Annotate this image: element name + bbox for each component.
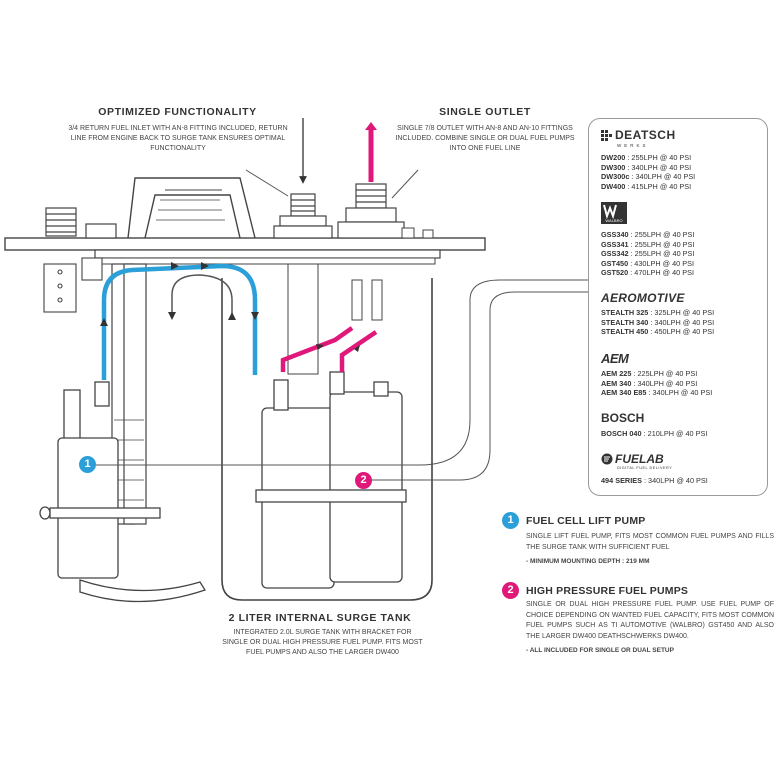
aem-specs: AEM 225 : 225LPH @ 40 PSI AEM 340 : 340L…	[601, 369, 712, 398]
svg-text:WALBRO: WALBRO	[605, 218, 622, 223]
lift-pump	[39, 381, 206, 603]
bosch-specs: BOSCH 040 : 210LPH @ 40 PSI	[601, 429, 707, 439]
walbro-logo-icon: WALBRO	[601, 202, 627, 224]
hp-pumps-badge: 2	[502, 582, 519, 599]
spec-row: 494 SERIES : 340LPH @ 40 PSI	[601, 476, 708, 485]
spec-row: DW300c : 340LPH @ 40 PSI	[601, 172, 696, 181]
deatsch-logo: DEATSCH	[615, 128, 676, 142]
spec-row: BOSCH 040 : 210LPH @ 40 PSI	[601, 429, 708, 438]
lift-pump-title: FUEL CELL LIFT PUMP	[526, 515, 646, 527]
spec-row: GST520 : 470LPH @ 40 PSI	[601, 268, 695, 277]
spec-row: GSS341 : 255LPH @ 40 PSI	[601, 239, 695, 249]
spec-row: GSS340 : 255LPH @ 40 PSI	[601, 230, 695, 239]
spec-row: AEM 340 : 340LPH @ 40 PSI	[601, 378, 698, 388]
fuelab-logo: FUELAB	[615, 452, 664, 466]
surge-tank-desc: INTEGRATED 2.0L SURGE TANK WITH BRACKET …	[222, 629, 423, 656]
lift-pump-note: - MINIMUM MOUNTING DEPTH : 219 MM	[526, 558, 650, 565]
plate-handle	[127, 177, 256, 239]
callout-badge-2: 2	[355, 472, 372, 489]
callout-line-1	[96, 279, 588, 466]
spec-row: DW400 : 415LPH @ 40 PSI	[601, 181, 692, 191]
left-fitting	[45, 207, 117, 239]
optimized-desc: 3/4 RETURN FUEL INLET WITH AN-8 FITTING …	[68, 125, 288, 152]
return-inlet-fitting	[273, 193, 333, 239]
outlet-fitting	[337, 183, 405, 239]
lift-pump-desc: SINGLE LIFT FUEL PUMP, FITS MOST COMMON …	[526, 533, 774, 551]
bosch-logo: BOSCH	[601, 411, 645, 425]
lift-pump-badge: 1	[502, 512, 519, 529]
aem-logo: AEM	[601, 351, 629, 366]
fuelab-logo-icon	[601, 453, 613, 465]
aeromotive-specs: STEALTH 325 : 325LPH @ 40 PSI STEALTH 34…	[601, 308, 714, 337]
hp-fuel-line-a	[280, 326, 354, 372]
spec-row: AEM 340 E85 : 340LPH @ 40 PSI	[601, 388, 713, 397]
spec-row: AEM 225 : 225LPH @ 40 PSI	[601, 369, 698, 378]
fuelab-logo-sub: DIGITAL FUEL DELIVERY	[617, 466, 673, 470]
hp-pumps-title: HIGH PRESSURE FUEL PUMPS	[526, 585, 689, 597]
surge-tank-title: 2 LITER INTERNAL SURGE TANK	[228, 612, 412, 624]
spec-row: STEALTH 325 : 325LPH @ 40 PSI	[601, 308, 715, 317]
spec-row: STEALTH 340 : 340LPH @ 40 PSI	[601, 317, 715, 327]
walbro-specs: GSS340 : 255LPH @ 40 PSI GSS341 : 255LPH…	[601, 230, 694, 278]
optimized-title: OPTIMIZED FUNCTIONALITY	[98, 106, 257, 118]
spec-row: GSS342 : 255LPH @ 40 PSI	[601, 249, 695, 258]
spec-row: DW300 : 340LPH @ 40 PSI	[601, 162, 692, 172]
hp-pumps-desc: SINGLE OR DUAL HIGH PRESSURE FUEL PUMP. …	[526, 601, 774, 640]
spec-row: STEALTH 450 : 450LPH @ 40 PSI	[601, 327, 715, 336]
return-fuel-line	[171, 274, 233, 316]
top-plate	[4, 237, 486, 251]
deatsch-logo-sub: WERKS	[617, 143, 649, 148]
hp-pumps-note: - ALL INCLUDED FOR SINGLE OR DUAL SETUP	[526, 647, 674, 654]
fuelab-specs: 494 SERIES : 340LPH @ 40 PSI	[601, 476, 708, 486]
deatschwerks-logo-icon	[601, 130, 612, 141]
level-sensor	[43, 257, 103, 313]
hp-fuel-line-b	[339, 330, 378, 372]
surge-tank	[221, 278, 433, 601]
compatible-pumps-panel: DEATSCH WERKS DW200 : 255LPH @ 40 PSI DW…	[588, 118, 768, 496]
single-outlet-title: SINGLE OUTLET	[439, 106, 531, 118]
callout-badge-1: 1	[79, 456, 96, 473]
callout-line-2	[372, 291, 588, 481]
single-outlet-desc: SINGLE 7/8 OUTLET WITH AN-8 AND AN-10 FI…	[395, 125, 575, 152]
deatsch-specs: DW200 : 255LPH @ 40 PSI DW300 : 340LPH @…	[601, 153, 695, 191]
spec-row: GST450 : 430LPH @ 40 PSI	[601, 258, 695, 268]
aeromotive-logo: AEROMOTIVE	[601, 291, 685, 305]
spec-row: DW200 : 255LPH @ 40 PSI	[601, 153, 692, 162]
lift-fuel-line	[101, 263, 258, 380]
